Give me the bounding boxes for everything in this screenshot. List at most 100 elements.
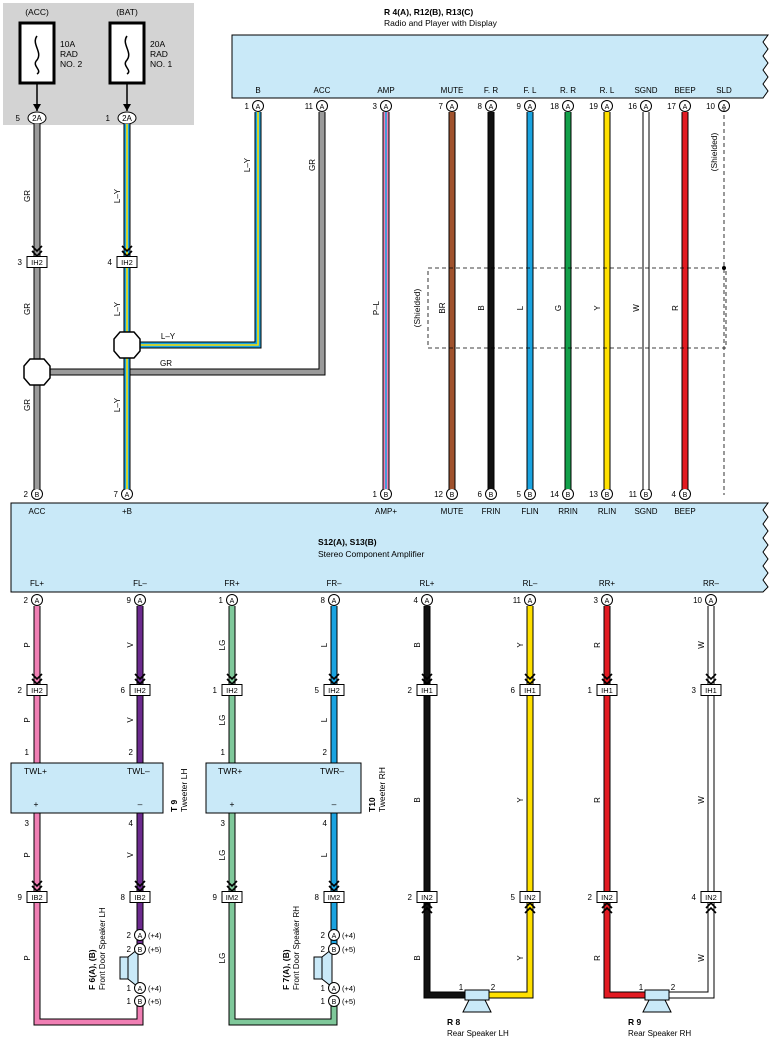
wire-code-label: LG [218,715,227,726]
terminal-pin-number: 7 [114,490,119,499]
amp-output-terminal: RR–A10 [693,579,720,606]
connector-pin-letter: B [332,999,337,1006]
connector-box [596,891,618,903]
tweeter-minus-label: TWR– [320,766,344,776]
speaker-ref: F 6(A), (B) [87,949,97,990]
inline-connector-ih2: IH2 1 [213,673,243,696]
inline-connector-ih1: IH1 1 [588,673,618,696]
connector-pin: A [562,100,574,112]
tweeter-lh: TWL+ TWL– + – T 9 Tweeter LH 1 2 3 4 [10,748,189,828]
terminal-pin-number: 11 [513,596,522,605]
connector-pin-circle [328,929,340,941]
fuse-pin-label: 5 [16,114,21,123]
connector-pin-letter: A [644,104,649,111]
wire-code-label: L–Y [161,332,176,341]
wire-fill [488,606,533,998]
connector-chevron [328,880,340,888]
connector-pin: A [421,594,433,606]
connector-chevron [524,906,536,914]
connector-id: IN2 [421,893,433,902]
connector-pin-number: 2 [408,893,413,902]
wire-r-rr-plus [603,606,646,999]
connector-pin-circle [252,100,264,112]
terminal-pin-number: 8 [478,102,483,111]
connector-pin-number: 8 [315,893,320,902]
connector-pin-number: 3 [692,686,697,695]
wire-code-label: P [23,955,32,960]
connector-id: IH1 [601,686,613,695]
connector-pin-letter: A [605,104,610,111]
connector-pin-letter: B [450,492,455,499]
wire-ly-radio-b [127,112,262,349]
terminal-label: MUTE [441,507,464,516]
connector-pin-letter: A [450,104,455,111]
connector-id: IH2 [121,258,133,267]
pin-label: 1 [25,748,30,757]
wire-outline [603,606,646,999]
wire-fill [424,606,466,998]
speaker-icon [313,956,323,980]
connector-pin-letter: A [683,104,688,111]
terminal-pin-number: 9 [127,596,132,605]
connector-chevron [601,906,613,914]
connector-pin-letter: B [528,492,533,499]
terminal-label: FR+ [224,579,240,588]
connector-pin-number: 1 [213,686,218,695]
connector-box [519,684,541,696]
tweeter-plus-sign: + [34,799,39,809]
terminal-label: FLIN [521,507,539,516]
connector-pin: B [31,488,43,500]
connector-chevron [328,673,340,681]
speaker-icon-cone [321,947,333,989]
pin-note: (+5) [148,997,162,1006]
fuse-name-line1: RAD [150,49,168,59]
connector-chevron [134,880,146,888]
connector-pin-circle [421,594,433,606]
amp-input-terminals: B2ACCA7+BB1AMP+B12MUTEB6FRINB5FLINB14RRI… [24,488,696,516]
connector-pin-circle [134,943,146,955]
connector-pin-circle [705,594,717,606]
terminal-pin-number: 8 [321,596,326,605]
terminal-label: B [255,86,260,95]
speaker-ref: F 7(A), (B) [281,949,291,990]
wire-code-label: B [477,305,486,310]
acc-source-label: (ACC) [25,7,49,17]
terminal-pin-number: 9 [517,102,522,111]
connector-pin-letter: B [489,492,494,499]
speaker-name: Rear Speaker LH [447,1029,509,1038]
wire-code-label: R [593,955,602,961]
terminal-pin-number: 5 [517,490,522,499]
connector-chevron [31,245,43,253]
wire-outline [423,606,466,999]
connector-pin: A [31,594,43,606]
connector-pin-number: 4 [692,893,697,902]
wire-outline [127,112,262,349]
terminal-label: FL– [133,579,147,588]
connector-pin-letter: A [528,104,533,111]
amp-output-terminal: FR–A8 [321,579,342,606]
tweeter-minus-sign: – [332,799,337,809]
terminal-label: ACC [29,507,46,516]
connector-chevron [524,673,536,681]
connector-id: IH2 [226,686,238,695]
wire-code-label: W [632,304,641,312]
connector-pin-number: 1 [588,686,593,695]
connector-pin: B [328,943,340,955]
wire-code-label: GR [23,190,32,202]
terminal-pin-number: 1 [373,490,378,499]
connector-pin-letter: B [605,492,610,499]
wire-code-label: L–Y [113,397,122,412]
speakers: A2(+4)B2(+5)A1(+4)B1(+5)F 6(A), (B)Front… [87,906,691,1038]
wire-code-label: B [413,642,422,647]
tweeter-name: Tweeter LH [179,769,189,812]
terminal-label: MUTE [441,86,464,95]
wire-code-label: B [413,955,422,960]
fuse-pin-label: 1 [106,114,111,123]
pin-number: 1 [459,983,464,992]
